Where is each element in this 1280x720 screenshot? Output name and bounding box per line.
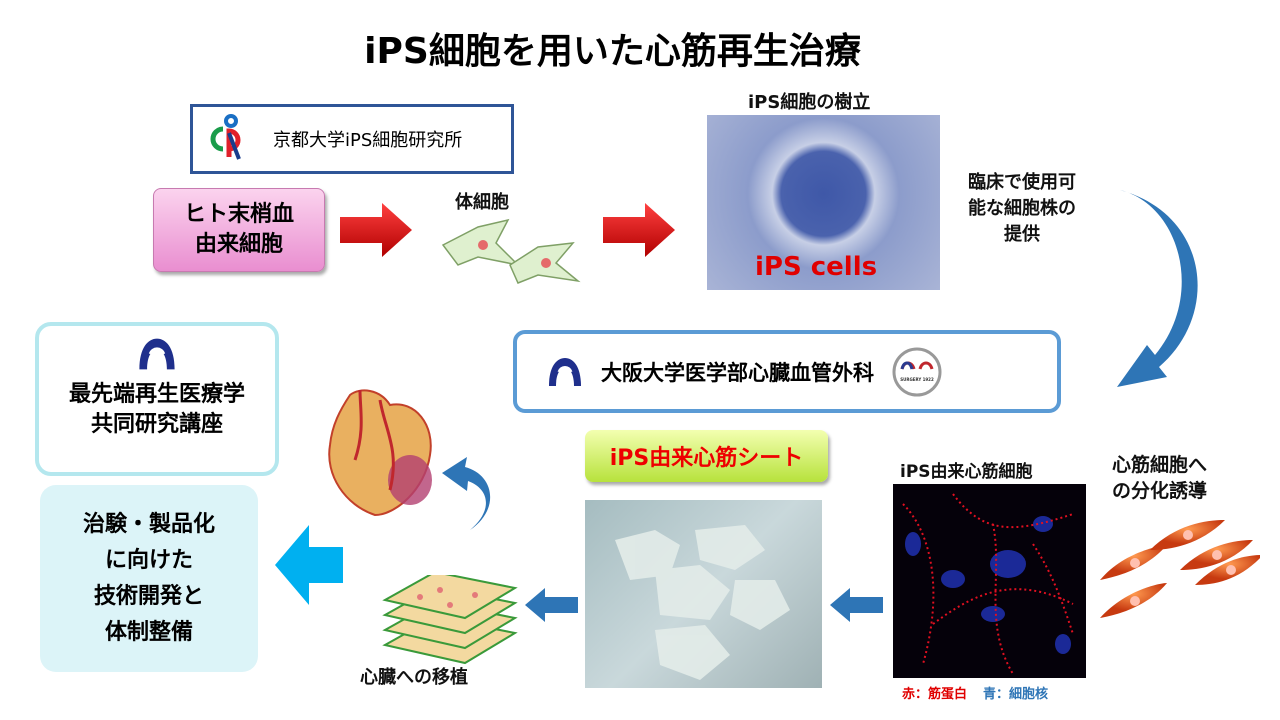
heart-illustration-icon [328,389,432,517]
supply-text: 臨床で使用可能な細胞株の提供 [968,172,1076,245]
cardiomyocyte-fluorescence-image [893,484,1086,678]
development-box: 治験・製品化 に向けた 技術開発と 体制整備 [40,485,258,672]
right-arrow-icon [603,203,675,257]
left-arrow-icon [275,525,343,605]
layered-cell-sheet-icon [382,575,518,665]
osaka-name: 大阪大学医学部心臓血管外科 [601,360,874,385]
osaka-university-logo-icon [549,357,581,386]
transplant-label: 心臓への移植 [360,667,468,688]
source-cells-box: ヒト末梢血由来細胞 [153,188,325,272]
differentiation-text: 心筋細胞への分化誘導 [1112,454,1208,502]
left-arrow-icon [525,588,578,622]
ips-colony-image: iPS cells [707,115,940,290]
curved-arrow-icon [442,457,491,530]
cardiomyocyte-heading: iPS由来心筋細胞 [900,462,1033,482]
curved-down-arrow-icon [1117,190,1198,387]
ips-cells-overlay: iPS cells [755,252,878,282]
cira-logo-icon [210,114,241,160]
page-title: iPS細胞を用いた心筋再生治療 [364,31,861,72]
right-arrow-icon [340,203,412,257]
joint-research-course-box: 最先端再生医療学共同研究講座 [35,322,279,476]
cardiomyocytes-icon [1100,520,1260,618]
ips-heading: iPS細胞の樹立 [748,92,871,113]
legend-red: 赤：筋蛋白 [902,687,968,702]
sheet-label: iPS由来心筋シート [585,430,828,482]
cardiovascular-surgery-badge-icon: SURGERY 1922 [892,347,942,396]
left-arrow-icon [830,588,883,622]
somatic-cell-label: 体細胞 [455,192,509,213]
svg-text:SURGERY 1922: SURGERY 1922 [900,377,934,382]
osaka-box: 大阪大学医学部心臓血管外科 SURGERY 1922 [513,330,1061,413]
cira-box: 京都大学iPS細胞研究所 [190,104,514,174]
legend-blue: 青：細胞核 [983,687,1049,702]
osaka-university-logo-icon [139,338,175,370]
cira-name: 京都大学iPS細胞研究所 [273,130,463,151]
cell-sheet-photo [585,500,822,688]
cell-sheets-icon [615,525,790,680]
somatic-cells-icon [441,218,581,284]
fluorescence-legend: 赤：筋蛋白青：細胞核 [902,683,1048,702]
